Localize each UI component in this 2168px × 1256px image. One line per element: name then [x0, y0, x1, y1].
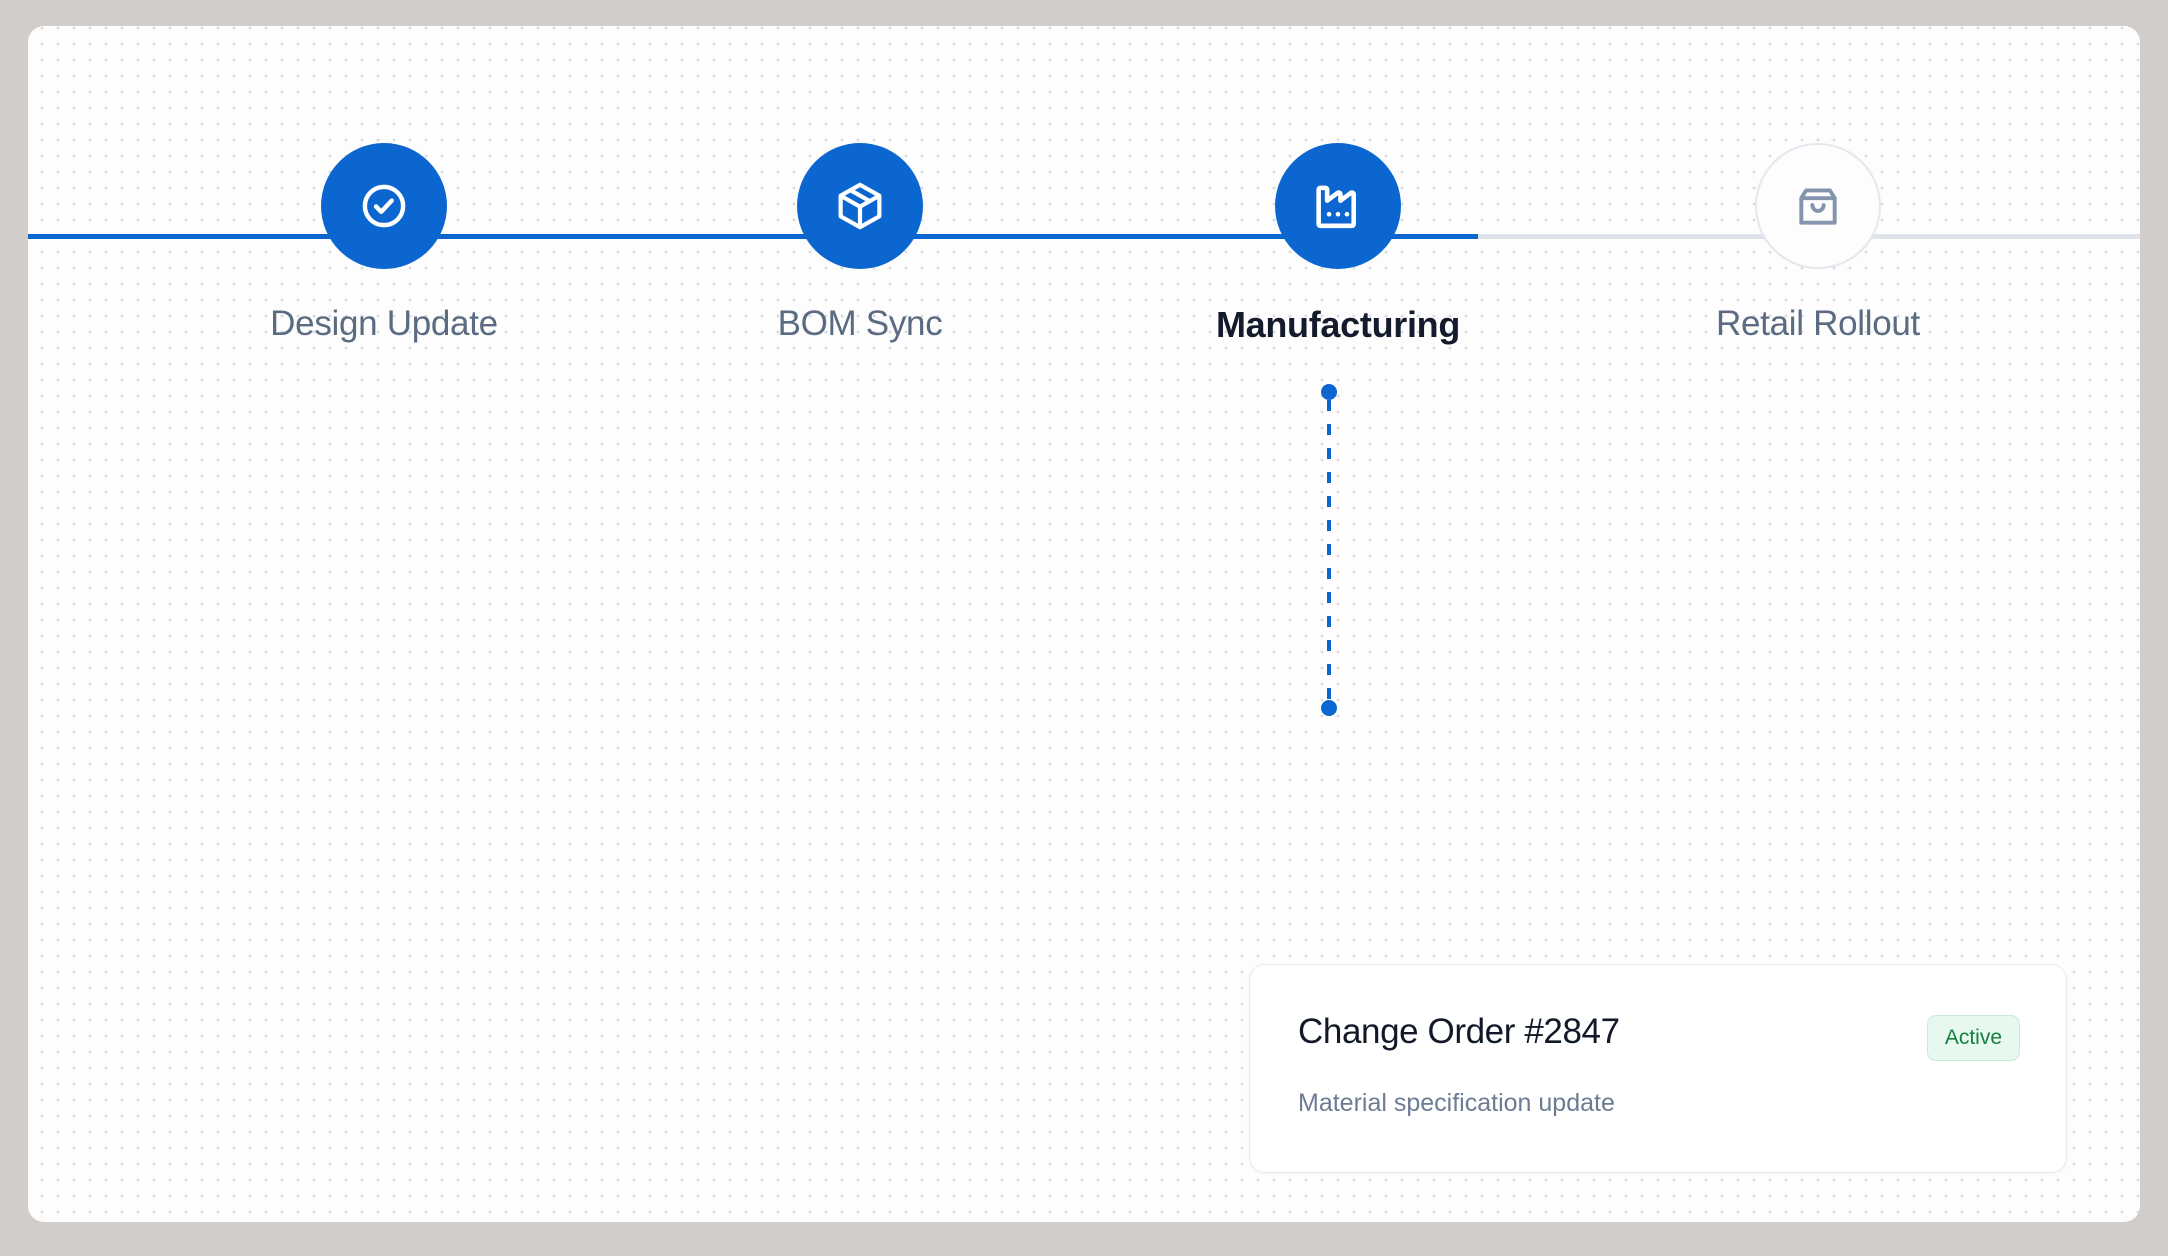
step-label-manufacturing: Manufacturing	[1215, 304, 1461, 345]
branch-connector-start-dot	[1321, 384, 1337, 400]
stepper-track-progress	[28, 234, 1478, 239]
diagram-canvas: Design Update BOM Sync	[28, 26, 2140, 1222]
change-order-subtitle: Material specification update	[1298, 1089, 1615, 1117]
step-node-retail-rollout[interactable]	[1755, 143, 1881, 269]
status-badge: Active	[1926, 1015, 2020, 1061]
stepper-steps: Design Update BOM Sync	[28, 26, 2140, 446]
step-label-bom-sync: BOM Sync	[777, 304, 943, 343]
step-label-design-update: Design Update	[270, 304, 498, 343]
branch-connector-end-dot	[1321, 700, 1337, 716]
stepper-track	[28, 234, 2140, 239]
package-box-icon	[832, 178, 888, 234]
shopping-bag-icon	[1792, 180, 1844, 232]
change-order-card-header: Change Order #2847 Active	[1298, 1012, 2020, 1061]
stepper-step-bom-sync[interactable]: BOM Sync	[690, 26, 1030, 344]
step-label-retail-rollout: Retail Rollout	[1716, 304, 1920, 343]
change-order-title: Change Order #2847	[1298, 1012, 1620, 1051]
stepper-step-retail-rollout[interactable]: Retail Rollout	[1648, 26, 1988, 344]
step-node-bom-sync[interactable]	[797, 143, 923, 269]
stepper-step-manufacturing[interactable]: Manufacturing	[1168, 26, 1508, 345]
change-order-card[interactable]: Change Order #2847 Active Material speci…	[1249, 964, 2067, 1173]
branch-connector-dashed-line	[1327, 400, 1331, 700]
factory-icon	[1309, 177, 1367, 235]
check-circle-icon	[356, 178, 412, 234]
step-node-design-update[interactable]	[321, 143, 447, 269]
step-node-manufacturing[interactable]	[1275, 143, 1401, 269]
stepper-step-design-update[interactable]: Design Update	[214, 26, 554, 344]
branch-connector	[1321, 384, 1337, 716]
